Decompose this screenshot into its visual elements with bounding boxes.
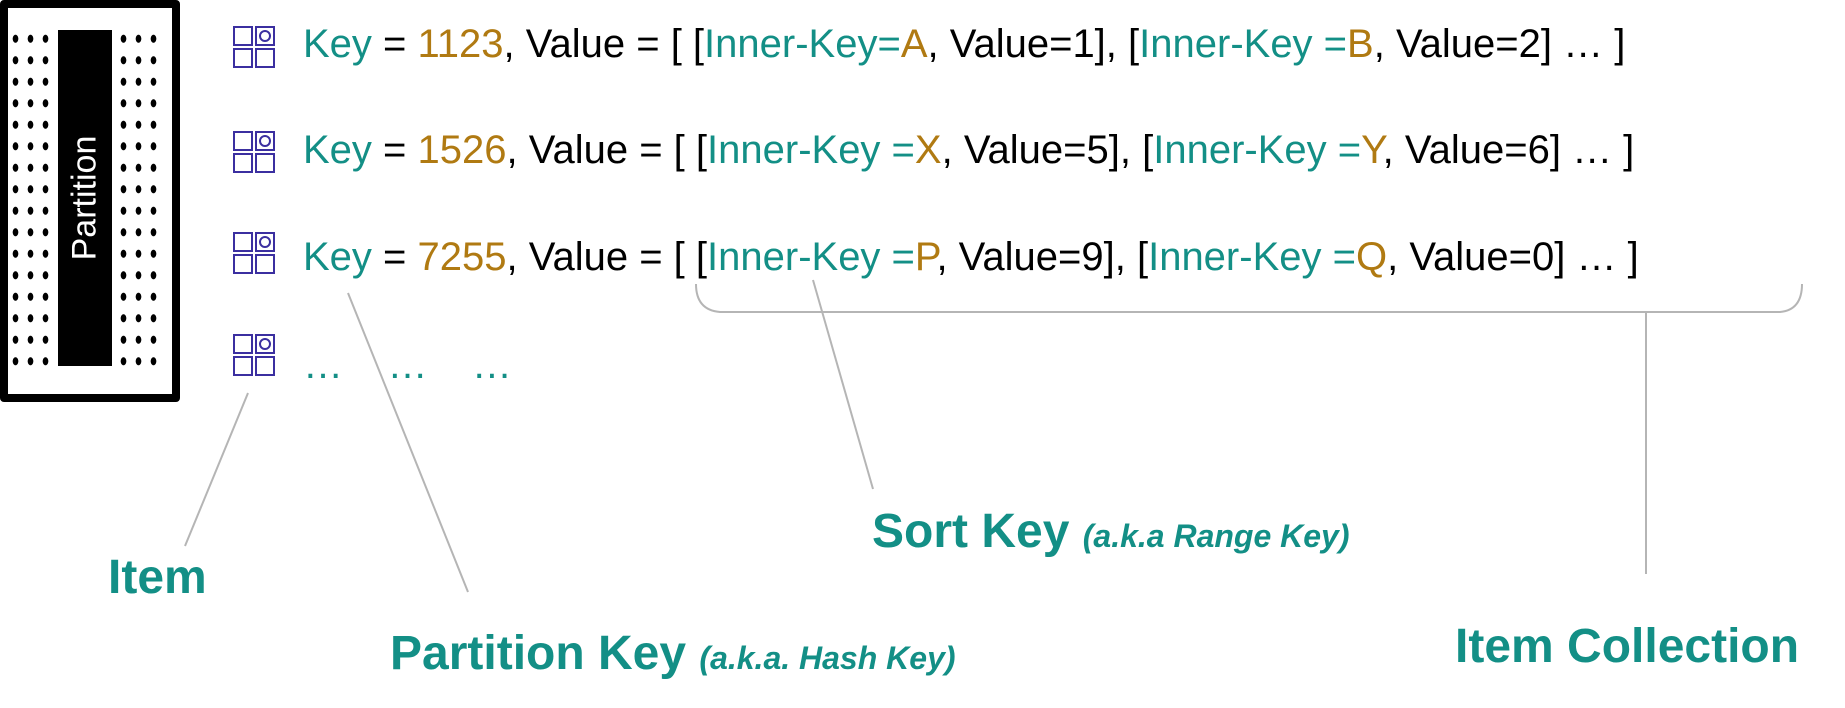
sort-key-title: Sort Key [872,505,1070,558]
inner-key-equals: = [1321,235,1356,279]
item-icon [233,334,275,376]
partition-bar [58,30,112,366]
equals: = [371,22,418,66]
ellipsis-row: … … … [303,343,512,387]
partition-key-value: 7255 [417,235,507,279]
inner-value: , Value=0] … ] [1387,235,1639,279]
item-row-2: Key = 1526, Value = [ [Inner-Key =X, Val… [303,130,1634,170]
inner-key-value: Q [1355,235,1388,279]
key-label: Key [303,22,372,66]
inner-key-equals: = [1312,22,1348,66]
partition-dots-left [8,28,54,372]
inner-key-value: P [914,235,937,279]
inner-key-label: Inner-Key [707,128,881,172]
partition-key-value: 1123 [417,22,504,66]
item-collection-bracket [695,283,1803,313]
value-prefix: , Value = [ [ [506,235,708,279]
partition-key-aka: (a.k.a. Hash Key) [699,640,956,676]
partition-key-title: Partition Key [390,627,687,680]
value-prefix: , Value = [ [ [503,22,705,66]
inner-key-label: Inner-Key [1139,22,1313,66]
item-label: Item [108,551,207,604]
item-icon [233,131,275,173]
inner-key-equals: = [1326,128,1362,172]
value-prefix: , Value = [ [ [506,128,708,172]
item-row-3: Key = 7255, Value = [ [Inner-Key =P, Val… [303,237,1639,277]
sort-key-aka: (a.k.a Range Key) [1082,518,1350,554]
partition-key-value: 1526 [417,128,507,172]
inner-key-label: Inner-Key [1148,235,1322,279]
inner-key-equals: = [880,235,915,279]
inner-value: , Value=6] … ] [1382,128,1635,172]
inner-key-label: Inner-Key [707,235,881,279]
inner-key-value: A [900,22,928,66]
inner-key-label: Inner-Key [1153,128,1327,172]
item-icon [233,232,275,274]
partition-key-connector [347,292,469,593]
equals: = [371,128,418,172]
inner-key-equals: = [877,22,901,66]
inner-key-equals: = [880,128,915,172]
key-label: Key [303,235,372,279]
inner-value: , Value=2] … ] [1373,22,1626,66]
inner-value: , Value=9], [ [936,235,1149,279]
partition-key-label: Partition Key (a.k.a. Hash Key) [390,630,956,678]
inner-key-value: Y [1361,128,1383,172]
item-connector [184,392,249,547]
item-collection-label: Item Collection [1455,620,1800,673]
partition-dots-right [116,28,162,372]
inner-key-label: Inner-Key [704,22,878,66]
item-icon [233,26,275,68]
equals: = [371,235,418,279]
item-row-1: Key = 1123, Value = [ [Inner-Key=A, Valu… [303,24,1625,64]
inner-value: , Value=1], [ [927,22,1140,66]
inner-key-value: B [1347,22,1374,66]
sort-key-label: Sort Key (a.k.a Range Key) [872,508,1350,556]
partition-block: Partition [0,0,180,402]
inner-key-value: X [914,128,942,172]
key-label: Key [303,128,372,172]
inner-value: , Value=5], [ [941,128,1154,172]
sort-key-connector [812,279,874,490]
